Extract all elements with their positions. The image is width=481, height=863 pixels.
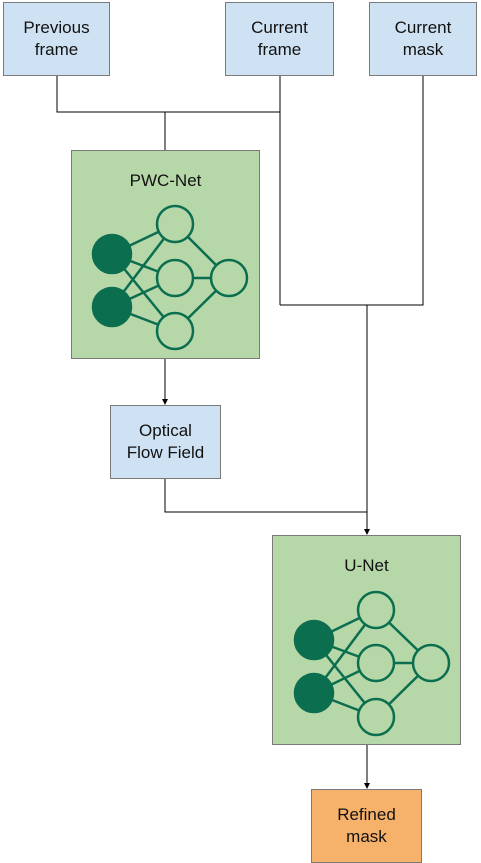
u-net-label: U-Net bbox=[344, 556, 389, 575]
optical-flow-node: Optical Flow Field bbox=[110, 405, 221, 479]
current-mask-label: Current mask bbox=[394, 18, 452, 59]
pwc-net-node: PWC-Net bbox=[71, 150, 260, 359]
u-net-node: U-Net bbox=[272, 535, 461, 745]
pwc-net-label: PWC-Net bbox=[129, 171, 202, 190]
neural-network-icon bbox=[293, 590, 451, 737]
previous-frame-node: Previous frame bbox=[3, 2, 110, 76]
line-flow-to-unet bbox=[164, 478, 367, 513]
previous-frame-label: Previous frame bbox=[23, 18, 90, 59]
line-current-mask bbox=[280, 75, 424, 306]
neural-network-icon bbox=[91, 204, 249, 351]
line-prev-frame bbox=[56, 75, 280, 113]
current-frame-node: Current frame bbox=[225, 2, 334, 76]
optical-flow-label: Optical Flow Field bbox=[126, 421, 205, 462]
current-frame-label: Current frame bbox=[251, 18, 308, 59]
current-mask-node: Current mask bbox=[369, 2, 477, 76]
refined-mask-label: Refined mask bbox=[337, 805, 396, 846]
refined-mask-node: Refined mask bbox=[311, 789, 422, 863]
